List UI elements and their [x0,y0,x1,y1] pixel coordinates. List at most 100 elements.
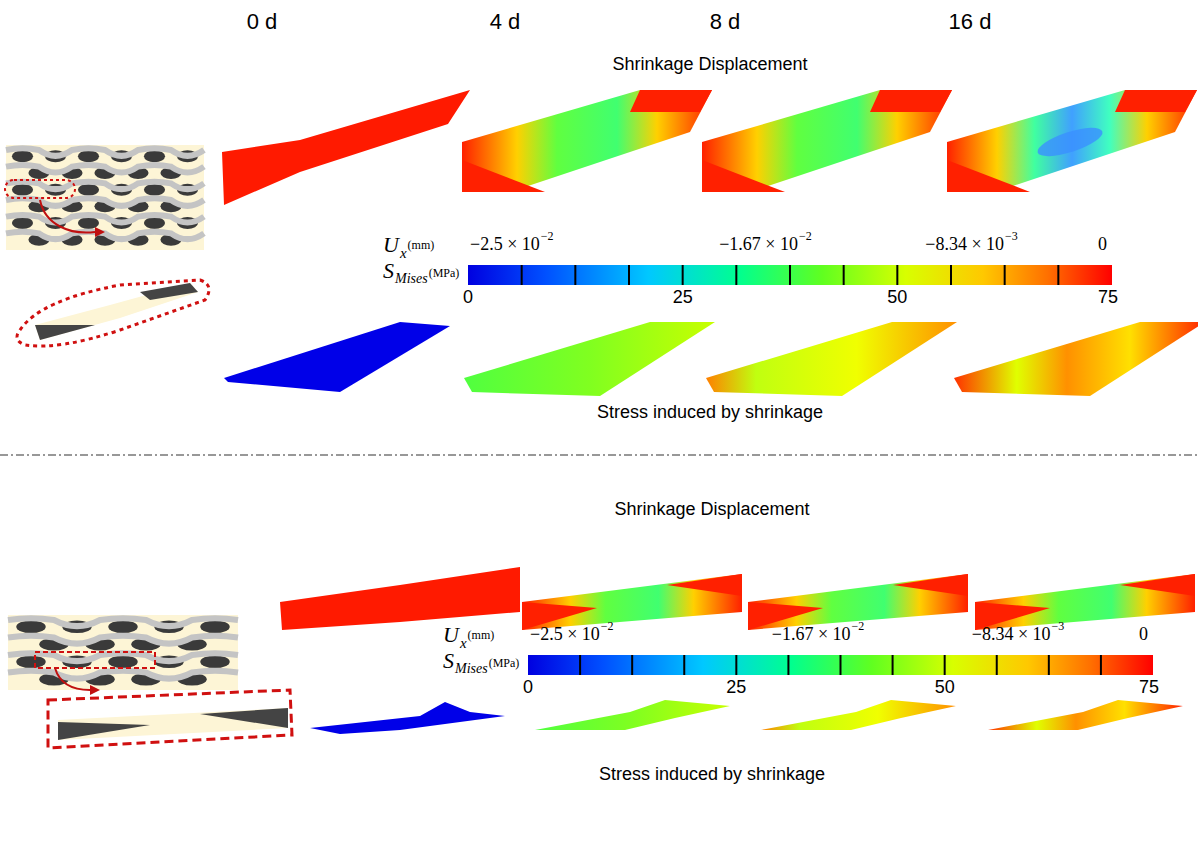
colorbar-tick [735,655,737,675]
tick-exponent: −3 [1005,230,1018,243]
axis-subscript: Mises [455,661,488,676]
yarn [8,653,238,661]
yarn [8,671,238,679]
fiber-bundle [108,620,137,633]
colorbar-tick [944,655,946,675]
yarn [6,215,204,223]
axis-symbol: U [443,623,459,647]
tick-exponent: −2 [852,620,865,633]
red-zone [1115,90,1197,112]
colorbar-tick [521,265,523,285]
red-zone [870,90,952,112]
fiber-bundle [144,150,165,162]
tick-label: 25 [726,678,746,698]
red-zone [667,574,742,596]
yarn [6,182,204,190]
colorbar-tick [1100,655,1102,675]
axis-unit: (MPa) [489,657,520,670]
time-label: 4 d [490,10,521,34]
axis-unit: (mm) [408,239,435,252]
tick-label: −2.5 × 10 [530,625,600,645]
stress-strip [988,700,1183,730]
stress-strip [954,322,1198,396]
tick-label: −8.34 × 10 [972,625,1051,645]
stress-strip [706,322,957,396]
panel-title: Stress induced by shrinkage [597,403,823,423]
tick-exponent: −3 [1052,620,1065,633]
colorbar-tick [840,655,842,675]
displacement-strip [702,90,952,192]
tick-label: 0 [463,288,473,308]
blue-zone [1035,122,1106,162]
tick-label: 0 [1098,235,1107,255]
fiber-bundle [12,150,33,162]
panel-title: Shrinkage Displacement [612,55,807,75]
displacement-strip [522,574,742,630]
tick-exponent: −2 [601,620,614,633]
axis-subscript: x [400,245,407,262]
axis-unit: (MPa) [429,267,460,280]
axis-subscript: Mises [395,271,428,286]
red-zone [702,160,785,192]
fiber-bundle [200,655,229,668]
tick-label: 50 [935,678,955,698]
yarn [8,618,238,626]
red-zone [947,160,1030,192]
colorbar-tick [787,655,789,675]
fiber-bundle [200,620,229,633]
tick-exponent: −2 [799,230,812,243]
panel-title: Stress induced by shrinkage [599,765,825,785]
tick-label: −8.34 × 10 [925,235,1004,255]
displacement-strip [975,574,1195,630]
colorbar-tick [683,655,685,675]
tick-label: −2.5 × 10 [470,235,540,255]
fiber-bundle [108,655,137,668]
colorbar-tick [628,265,630,285]
time-label: 8 d [710,10,741,34]
colorbar-tick [1048,655,1050,675]
colorbar-tick [996,655,998,675]
tick-exponent: −2 [541,230,554,243]
yarn [6,165,204,173]
panel-title: Shrinkage Displacement [614,500,809,520]
colorbar-tick [574,265,576,285]
axis-unit: (mm) [468,629,495,642]
tick-label: −1.67 × 10 [772,625,851,645]
red-zone [630,90,712,112]
fiber-bundle [78,184,99,196]
fiber-bundle [144,217,165,229]
tick-label: 0 [523,678,533,698]
stress-strip [761,700,956,730]
fiber-bundle [12,184,33,196]
tick-label: 75 [1098,288,1118,308]
axis-subscript: x [460,635,467,652]
displacement-strip [462,90,712,192]
fiber-bundle [16,655,45,668]
yarn [8,636,238,644]
stress-strip [535,700,730,730]
colorbar-tick [1057,265,1059,285]
colorbar-tick [682,265,684,285]
colorbar-tick [579,655,581,675]
tick-label: 50 [887,288,907,308]
yarn [6,232,204,240]
fiber-bundle [78,217,99,229]
time-label: 0 d [247,10,278,34]
fiber-bundle [16,620,45,633]
yarn [6,198,204,206]
colorbar-tick [735,265,737,285]
time-label: 16 d [949,10,992,34]
tick-label: 75 [1139,678,1159,698]
axis-symbol: S [443,649,454,673]
red-zone [462,160,545,192]
tick-label: 25 [673,288,693,308]
axis-symbol: S [383,259,394,283]
stress-strip [464,322,715,396]
red-zone [1120,574,1195,596]
red-zone [893,574,968,596]
fiber-bundle [12,217,33,229]
colorbar-tick [1004,265,1006,285]
tick-label: −1.67 × 10 [719,235,798,255]
